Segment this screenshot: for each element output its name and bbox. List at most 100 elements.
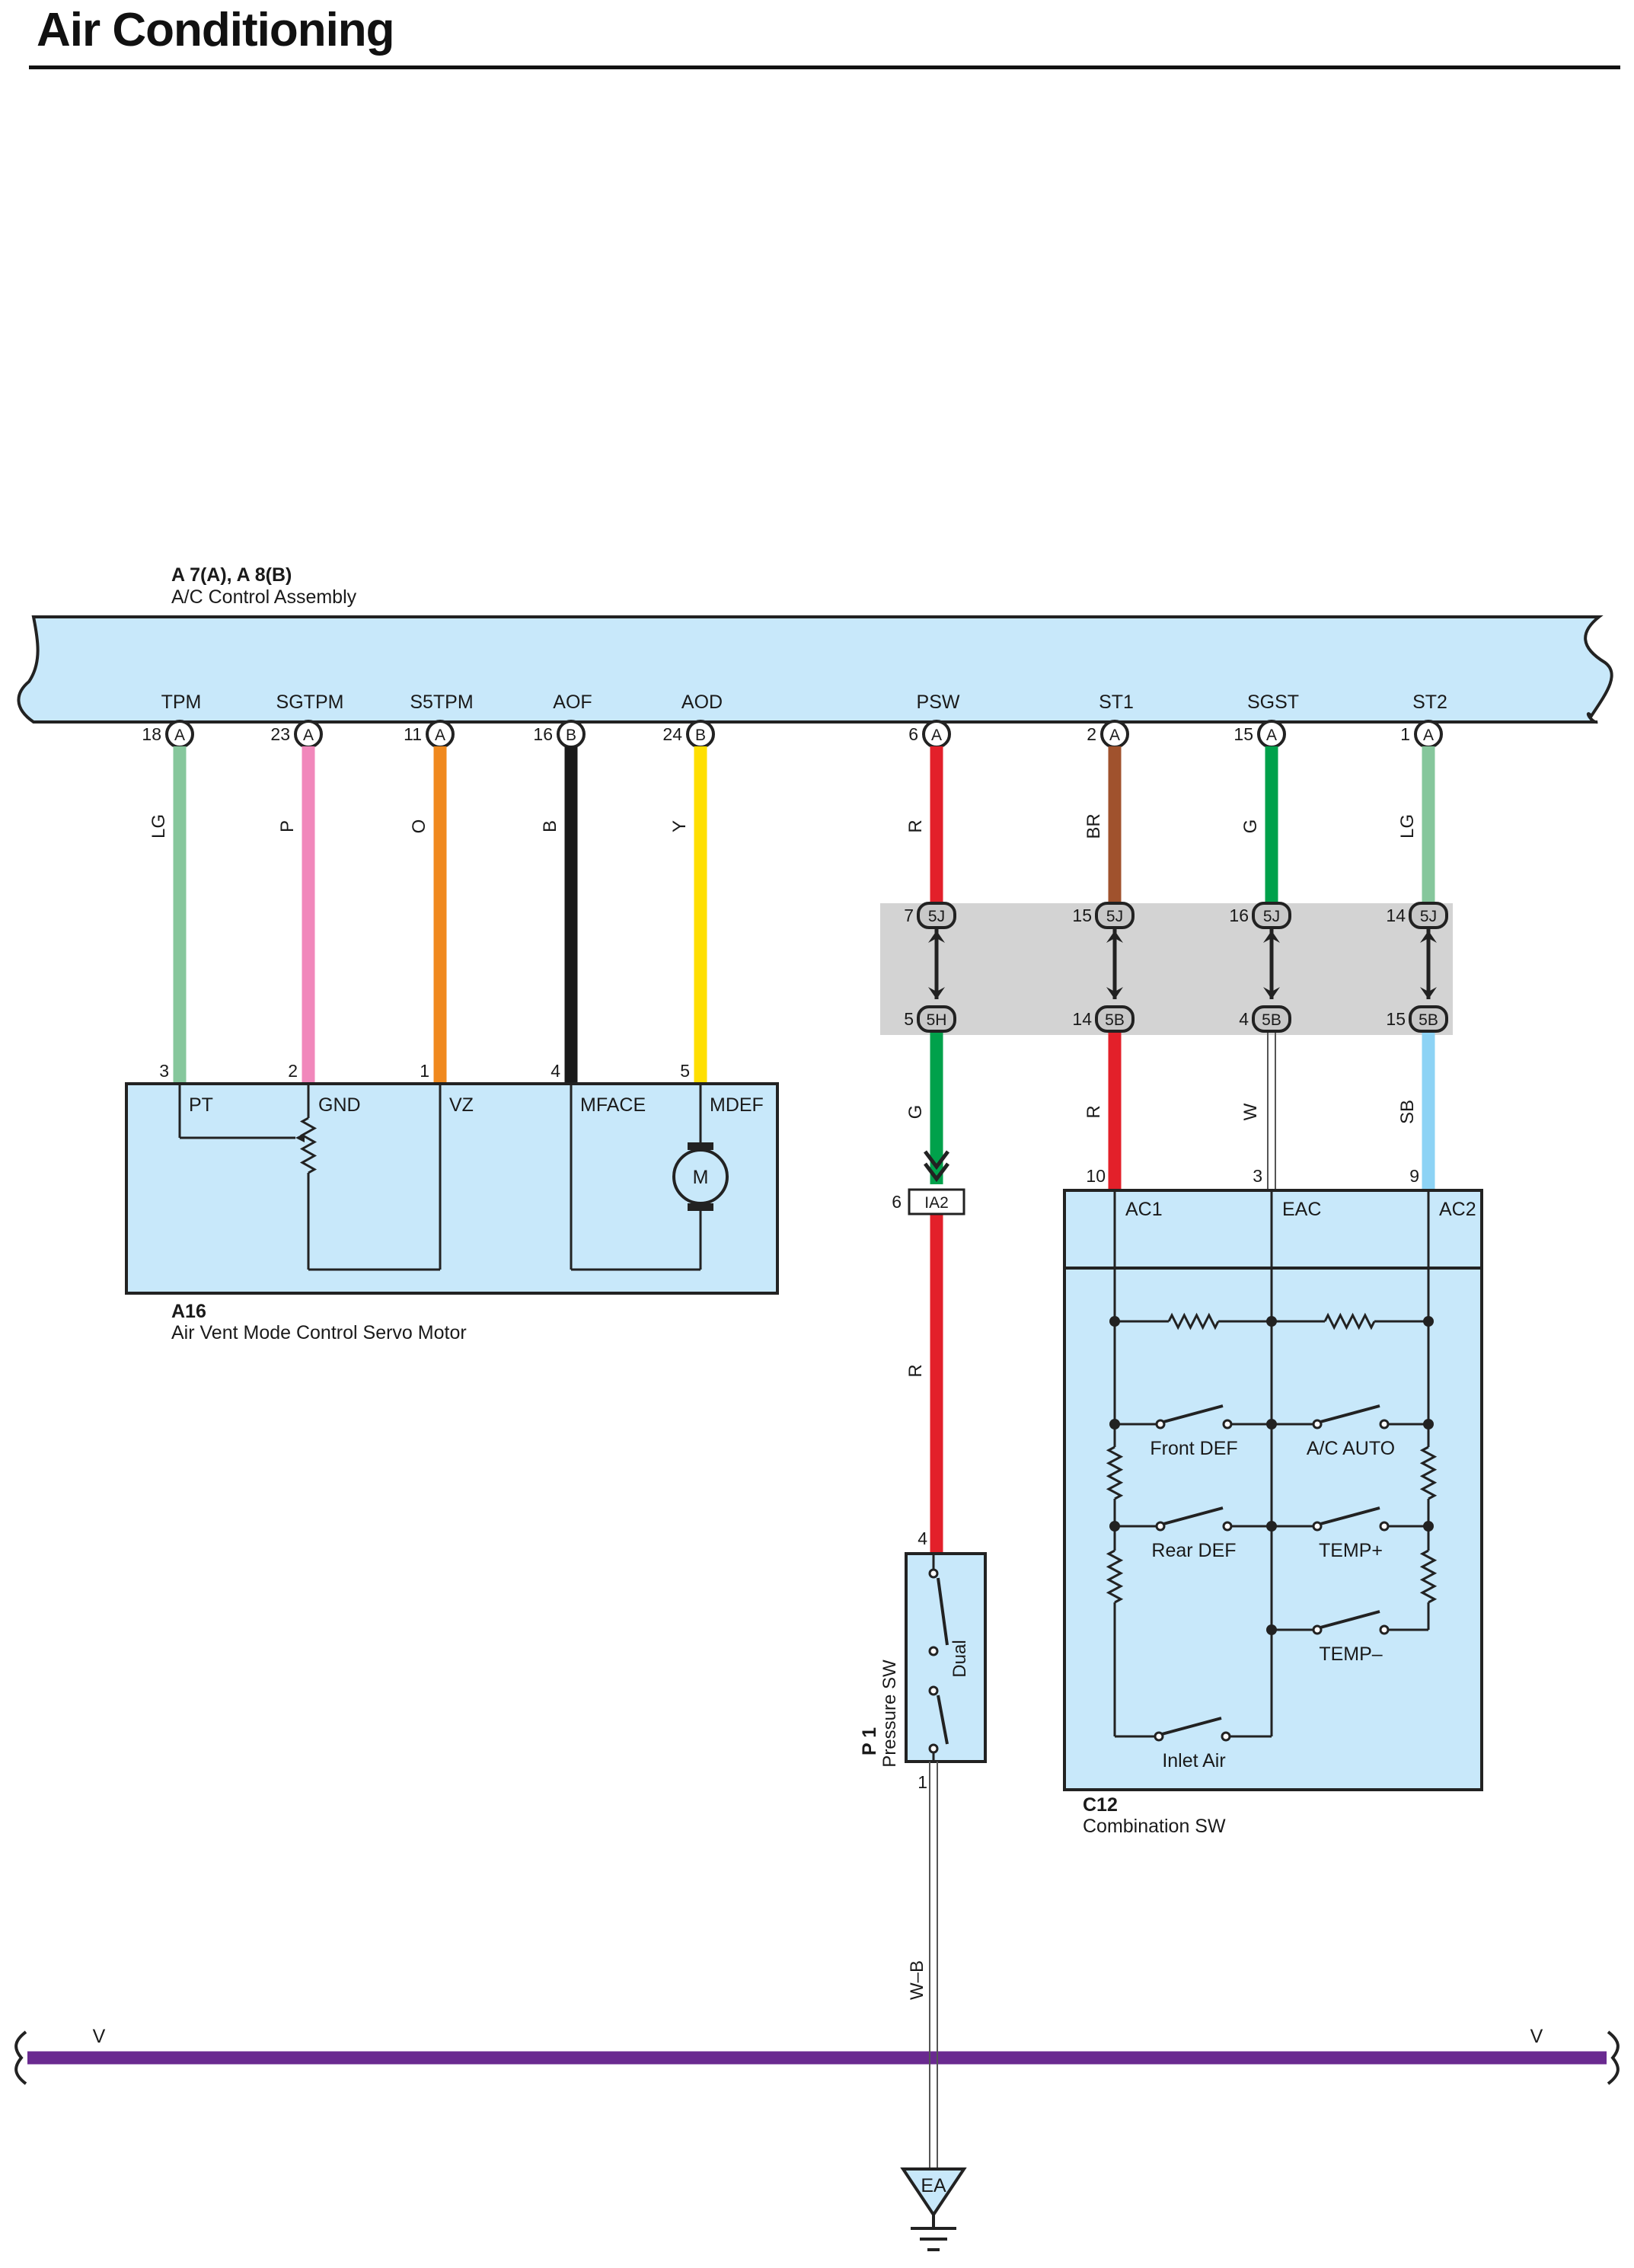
pressure-sw-type: Dual bbox=[949, 1640, 970, 1677]
servo-term-vz: VZ bbox=[449, 1094, 474, 1116]
combo-ac-auto-contact-b bbox=[1379, 1419, 1390, 1429]
servo-motor-label: M bbox=[693, 1167, 709, 1188]
terminal-conn-sgst-label: A bbox=[1266, 727, 1277, 744]
combo-inlet-air-blade bbox=[1161, 1717, 1222, 1736]
terminal-conn-tpm-label: A bbox=[174, 727, 185, 744]
junction-top-2-label: 5J bbox=[1263, 908, 1280, 925]
servo-pin-1: 2 bbox=[288, 1061, 298, 1081]
servo-pin-0: 3 bbox=[159, 1061, 169, 1081]
combination-sw-code: C12 bbox=[1083, 1794, 1118, 1816]
ground-symbol: EA bbox=[900, 2167, 967, 2251]
wire-color-psw: R bbox=[905, 819, 926, 832]
combo-label-rear-def: Rear DEF bbox=[1151, 1540, 1236, 1561]
combo-pin-1: 3 bbox=[1253, 1166, 1262, 1186]
wire-color-aof: B bbox=[540, 820, 560, 832]
combo-rear-def-contact-a bbox=[1155, 1521, 1166, 1532]
combo-resistor-2 bbox=[1323, 1312, 1376, 1330]
combo-rear-def-contact-b bbox=[1222, 1521, 1233, 1532]
terminal-pin-s5tpm: 11 bbox=[404, 724, 422, 744]
combo-temp-plus-contact-a bbox=[1312, 1521, 1323, 1532]
junction-bottom-2-label: 5B bbox=[1262, 1011, 1281, 1029]
servo-pin-4: 5 bbox=[680, 1061, 690, 1081]
junction-top-pin-0: 7 bbox=[904, 906, 914, 925]
combo-front-def-contact-a bbox=[1155, 1419, 1166, 1429]
ground-triangle bbox=[900, 2167, 967, 2218]
wire-lower-color-3: SB bbox=[1397, 1100, 1418, 1124]
junction-bottom-0-ring bbox=[917, 1005, 956, 1033]
combo-label-temp-plus: TEMP+ bbox=[1319, 1540, 1383, 1561]
junction-top-3-ring bbox=[1409, 902, 1448, 929]
terminal-name-psw: PSW bbox=[917, 692, 960, 713]
terminal-conn-aod-label: B bbox=[695, 727, 706, 744]
servo-term-mface: MFACE bbox=[580, 1094, 646, 1116]
terminal-pin-sgtpm: 23 bbox=[270, 724, 290, 744]
terminal-name-aod: AOD bbox=[681, 692, 723, 713]
combo-dot-8 bbox=[1266, 1521, 1277, 1532]
wire-color-sgtpm: P bbox=[277, 820, 298, 832]
combo-ac-auto-contact-a bbox=[1312, 1419, 1323, 1429]
combo-front-def-blade bbox=[1163, 1404, 1224, 1423]
combo-temp-plus-contact-b bbox=[1379, 1521, 1390, 1532]
servo-code: A16 bbox=[171, 1301, 206, 1322]
junction-bottom-3-label: 5B bbox=[1419, 1011, 1438, 1029]
combo-label-front-def: Front DEF bbox=[1150, 1438, 1237, 1459]
combo-resistor-5 bbox=[1106, 1549, 1124, 1604]
pressure-sw-contact-1 bbox=[928, 1646, 939, 1656]
bus-break-right bbox=[1607, 2030, 1620, 2085]
combo-ac-auto-blade bbox=[1320, 1404, 1380, 1423]
servo-term-pt: PT bbox=[189, 1094, 213, 1116]
junction-bottom-pin-3: 15 bbox=[1386, 1009, 1406, 1029]
wire-color-tpm: LG bbox=[148, 814, 169, 839]
combo-temp-plus-blade bbox=[1320, 1506, 1380, 1525]
wire-color-aod: Y bbox=[669, 820, 690, 832]
ac-control-code: A 7(A), A 8(B) bbox=[171, 564, 292, 586]
pressure-sw-box bbox=[905, 1552, 987, 1763]
junction-bottom-1-label: 5B bbox=[1105, 1011, 1125, 1029]
servo-pin-2: 1 bbox=[420, 1061, 429, 1081]
ia2-arrow-1 bbox=[924, 1162, 949, 1183]
terminal-conn-st2-label: A bbox=[1423, 727, 1434, 744]
pressure-sw-blade-2 bbox=[937, 1695, 949, 1745]
terminal-conn-s5tpm-label: A bbox=[435, 727, 445, 744]
ac-control-terminals: TPMA18SGTPMA23S5TPMA11AOFB16AODB24PSWA6S… bbox=[142, 692, 1447, 749]
combo-dot-5 bbox=[1266, 1419, 1277, 1429]
combo-term-eac: EAC bbox=[1282, 1199, 1321, 1220]
combo-label-temp-minus: TEMP– bbox=[1319, 1644, 1382, 1665]
combo-label-ac-auto: A/C AUTO bbox=[1307, 1438, 1395, 1459]
combo-inlet-air-contact-b bbox=[1221, 1731, 1231, 1742]
wire-color-sgst: G bbox=[1240, 819, 1261, 834]
servo-term-gnd: GND bbox=[318, 1094, 361, 1116]
junction-arrow-down-0 bbox=[928, 987, 945, 999]
terminal-name-sgst: SGST bbox=[1247, 692, 1299, 713]
pressure-sw-code: P 1 bbox=[859, 1727, 880, 1755]
combo-resistor-3 bbox=[1106, 1445, 1124, 1500]
wire-ground-color: W–B bbox=[907, 1960, 927, 2000]
junction-bottom-3-ring bbox=[1409, 1005, 1448, 1033]
terminal-name-aof: AOF bbox=[553, 692, 592, 713]
bus-label-left: V bbox=[93, 2026, 106, 2047]
junction-top-pin-2: 16 bbox=[1229, 906, 1249, 925]
junction-top-pin-1: 15 bbox=[1072, 906, 1092, 925]
junction-arrow-down-1 bbox=[1106, 987, 1123, 999]
wire-lower-color-0: G bbox=[905, 1105, 926, 1120]
servo-name: Air Vent Mode Control Servo Motor bbox=[171, 1322, 467, 1343]
junction-arrow-up-2 bbox=[1263, 931, 1280, 943]
combo-dot-10 bbox=[1266, 1624, 1277, 1635]
pressure-sw-name: Pressure SW bbox=[879, 1659, 900, 1768]
terminal-name-s5tpm: S5TPM bbox=[410, 692, 473, 713]
servo-box bbox=[125, 1082, 779, 1295]
terminal-pin-aof: 16 bbox=[533, 724, 553, 744]
ac-control-name: A/C Control Assembly bbox=[171, 586, 357, 608]
ac-control-body bbox=[17, 615, 1613, 724]
junction-bottom-2-ring bbox=[1252, 1005, 1291, 1033]
junction-top-0-label: 5J bbox=[928, 908, 945, 925]
terminal-conn-psw-label: A bbox=[931, 727, 942, 744]
wire-ia2-color: R bbox=[905, 1364, 926, 1377]
combo-resistor-6 bbox=[1419, 1549, 1438, 1604]
